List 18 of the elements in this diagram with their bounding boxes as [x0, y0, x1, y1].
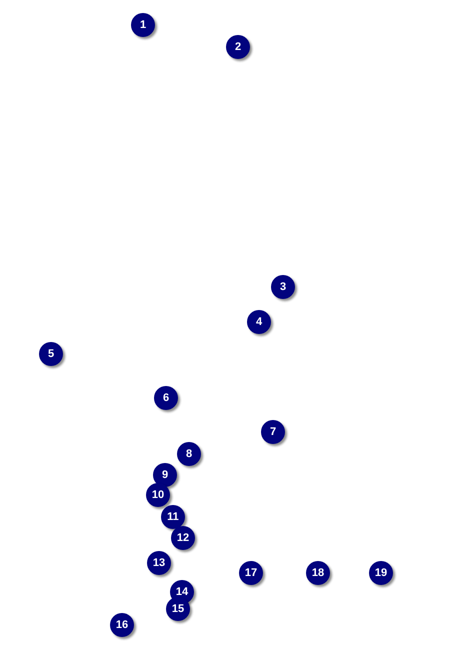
callout-number: 12	[171, 526, 195, 550]
callout-number: 3	[271, 275, 295, 299]
callout-number: 15	[166, 597, 190, 621]
callout-number: 18	[306, 561, 330, 585]
callout-number: 17	[239, 561, 263, 585]
callout-number: 1	[131, 13, 155, 37]
callout-number: 6	[154, 386, 178, 410]
callout-number: 8	[177, 442, 201, 466]
callout-number: 10	[146, 483, 170, 507]
callout-number: 5	[39, 342, 63, 366]
callout-number: 7	[261, 420, 285, 444]
callout-number: 9	[153, 463, 177, 487]
callout-number: 13	[147, 551, 171, 575]
callout-number: 2	[226, 35, 250, 59]
callout-number: 19	[369, 561, 393, 585]
callout-number: 16	[110, 613, 134, 637]
callout-number: 11	[161, 505, 185, 529]
callout-number: 4	[247, 310, 271, 334]
